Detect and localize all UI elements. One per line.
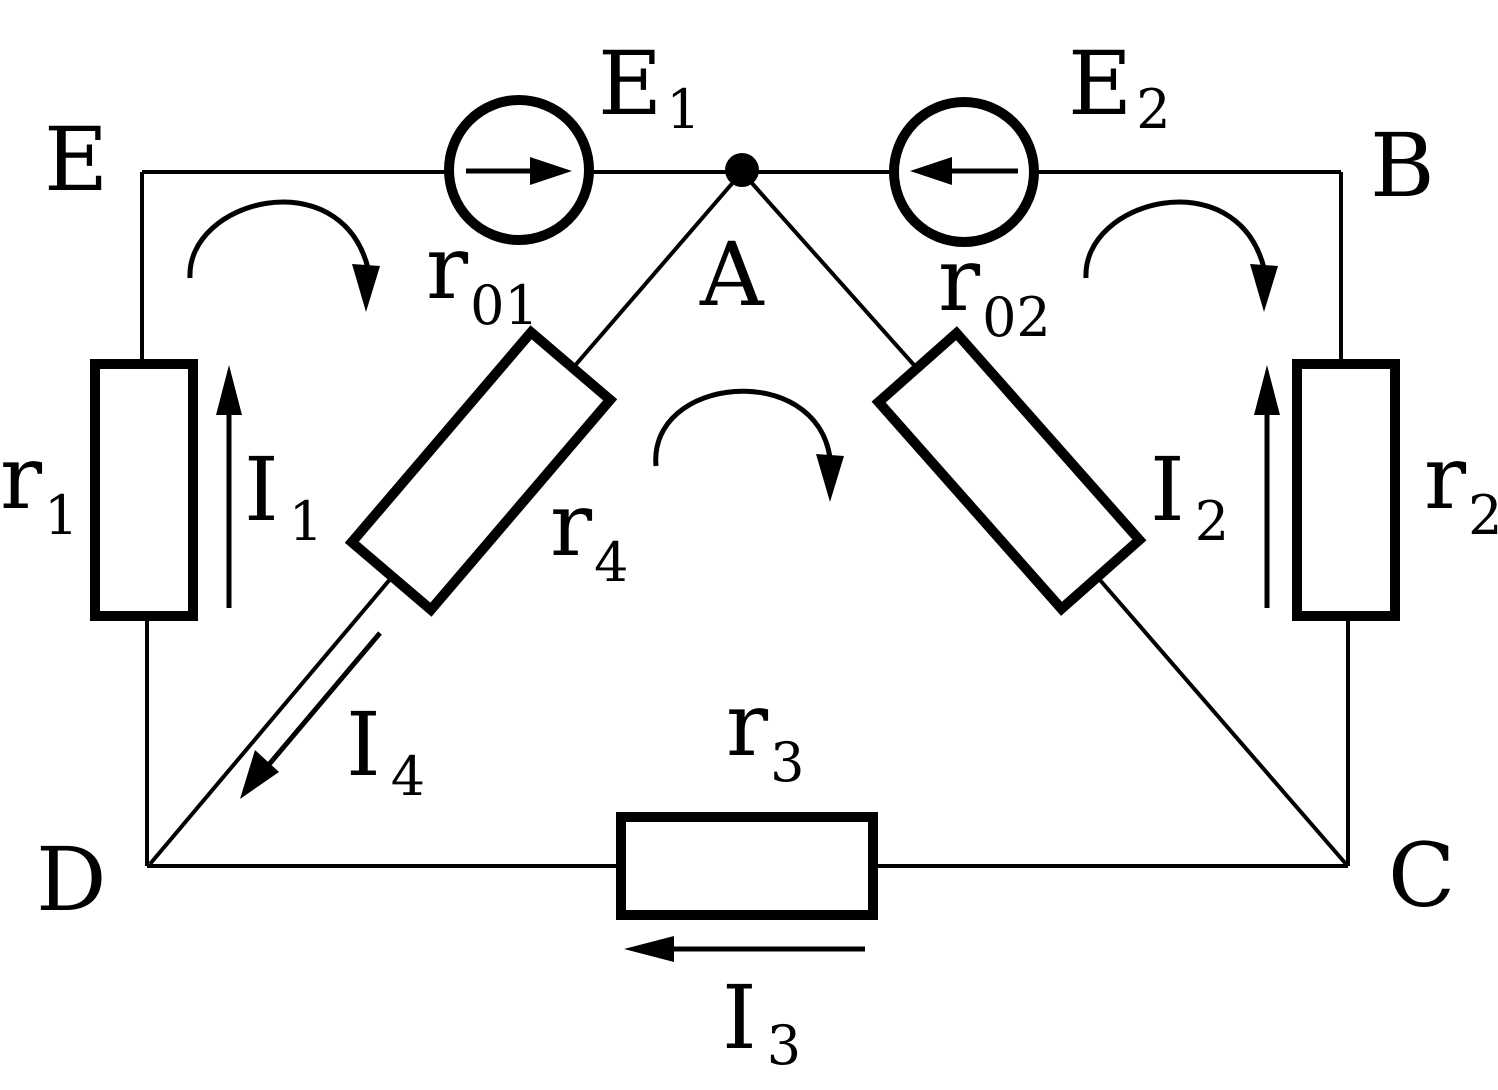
source-e1 — [444, 95, 594, 245]
current-label-i1-main: I — [244, 438, 279, 541]
source-e2-arrow-head — [910, 157, 952, 185]
current-label-i3-sub: 3 — [767, 1014, 801, 1077]
source-label-e1: E1 — [598, 32, 701, 141]
resistor-label-r01-main: r — [426, 216, 469, 319]
current-arrow-i1 — [216, 365, 242, 608]
resistor-label-r1-main: r — [0, 426, 43, 529]
source-label-e2-main: E — [1068, 32, 1132, 135]
resistor-label-r4-main: r — [550, 473, 593, 576]
resistor-label-r02-main: r — [938, 228, 981, 331]
source-label-e1-main: E — [598, 32, 662, 135]
resistor-r4 — [344, 325, 618, 617]
current-arrow-i2 — [1254, 365, 1280, 608]
resistor-label-r1: r1 — [0, 426, 78, 547]
current-label-i4-main: I — [346, 693, 381, 796]
source-label-e2-sub: 2 — [1136, 78, 1170, 141]
current-label-i2-main: I — [1150, 438, 1185, 541]
resistor-label-r2-sub: 2 — [1468, 484, 1498, 547]
source-e1-arrow-head — [530, 157, 572, 185]
resistor-label-r3: r3 — [726, 673, 804, 794]
node-label-a: A — [699, 223, 765, 326]
resistor-label-r2-main: r — [1424, 426, 1467, 529]
source-label-e1-sub: 1 — [666, 78, 700, 141]
current-label-i1-sub: 1 — [289, 490, 323, 553]
resistor-label-r4: r4 — [550, 473, 628, 594]
loop-arrow-right — [1083, 199, 1278, 312]
loop-arrow-left — [187, 199, 380, 312]
resistor-label-r2: r2 — [1424, 426, 1498, 547]
current-label-i2-sub: 2 — [1195, 490, 1229, 553]
resistor-r3 — [616, 812, 878, 920]
wires — [140, 170, 1350, 868]
wire-r4-to-d — [148, 569, 399, 866]
resistor-r1 — [90, 359, 198, 621]
wire-a-to-r4 — [564, 170, 744, 378]
source-label-e2: E2 — [1068, 32, 1171, 141]
resistor-label-r3-sub: 3 — [770, 731, 804, 794]
resistor-label-r02: r02 — [938, 228, 1051, 349]
node-label-e: E — [44, 108, 108, 211]
resistor-r02-branch — [871, 326, 1147, 616]
loop-arrow-center — [653, 388, 844, 502]
resistor-label-r3-main: r — [726, 673, 769, 776]
current-label-i4-sub: 4 — [391, 745, 425, 808]
node-label-b: B — [1370, 114, 1435, 217]
node-label-d: D — [36, 828, 107, 931]
current-arrow-i4 — [240, 631, 382, 799]
current-arrow-i3 — [624, 936, 865, 962]
wire-a-to-r02 — [740, 170, 924, 376]
source-e2 — [889, 97, 1039, 247]
resistor-label-r4-sub: 4 — [594, 531, 628, 594]
current-label-i3-main: I — [722, 966, 757, 1069]
resistor-label-r1-sub: 1 — [44, 484, 78, 547]
node-a-junction — [725, 153, 759, 187]
resistor-label-r01-sub: 01 — [470, 274, 539, 337]
resistor-label-r02-sub: 02 — [982, 286, 1051, 349]
node-label-c: C — [1388, 824, 1455, 927]
wire-r02-to-c — [1091, 570, 1348, 866]
resistor-label-r01: r01 — [426, 216, 539, 337]
resistor-r2 — [1292, 359, 1400, 621]
